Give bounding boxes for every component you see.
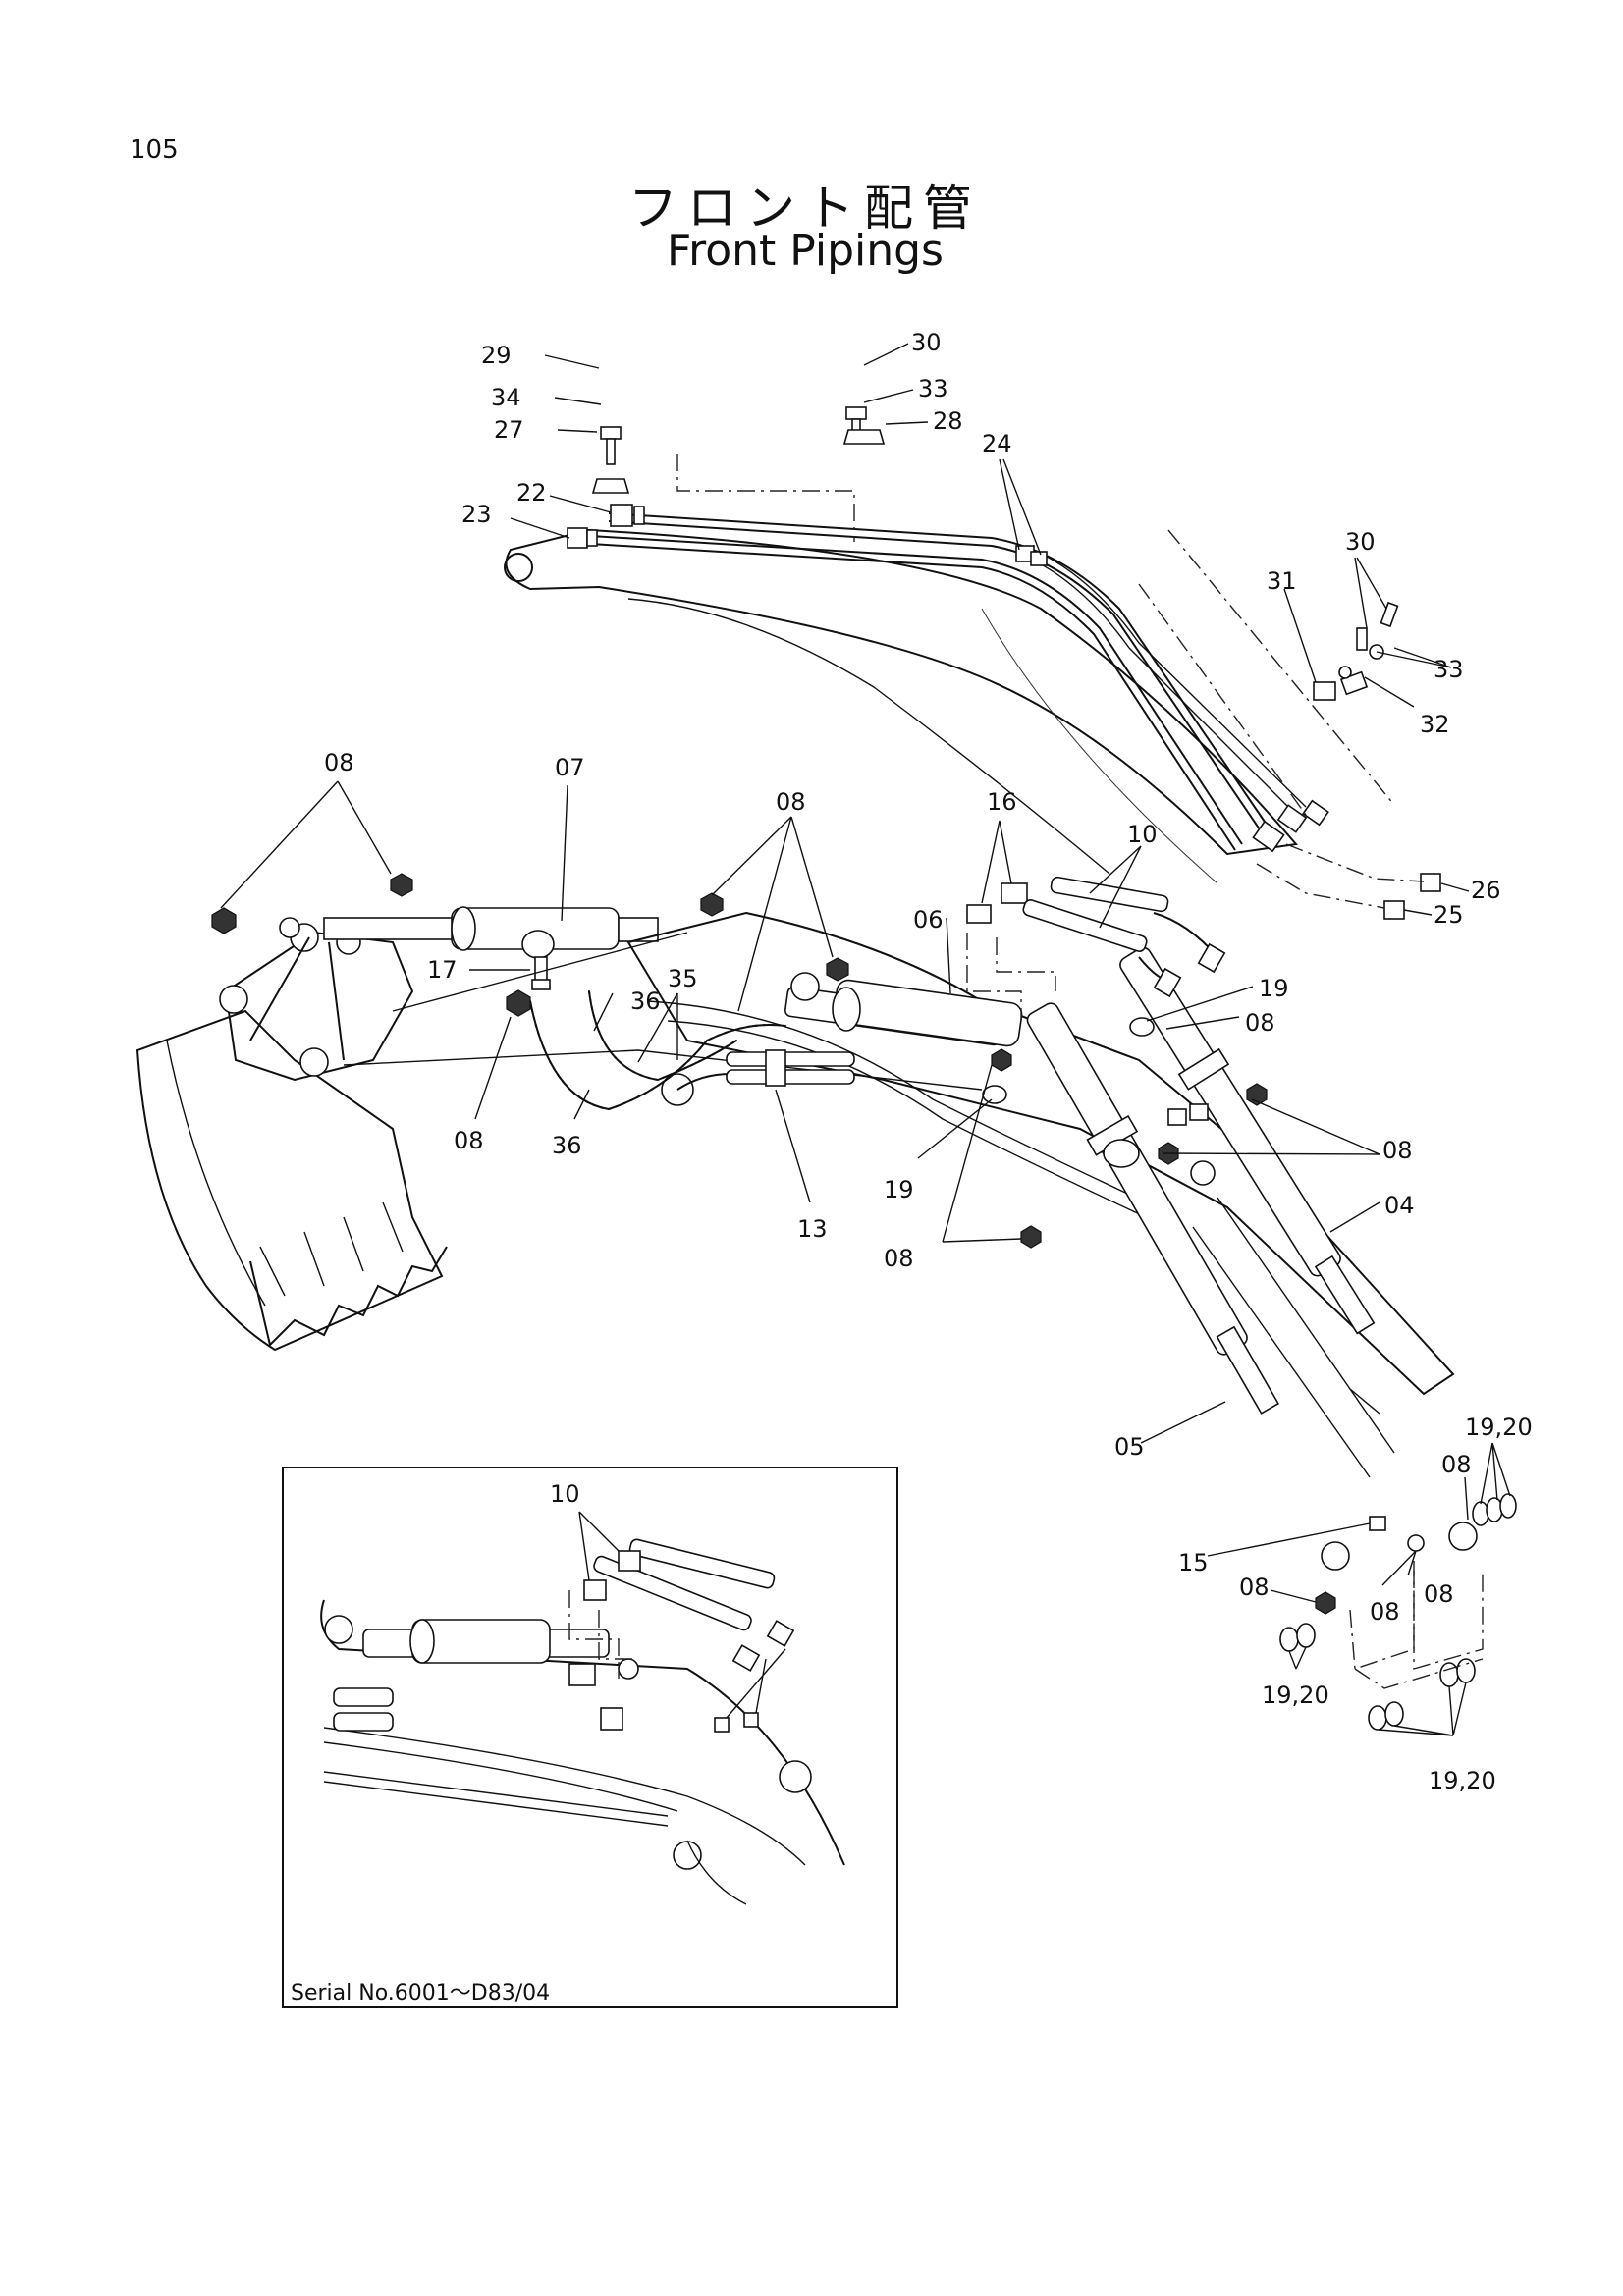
callout-19-20-bottom: 19,20 <box>1429 1767 1496 1794</box>
title-english: Front Pipings <box>667 226 944 276</box>
callout-15: 15 <box>1178 1549 1209 1576</box>
callout-32: 32 <box>1420 711 1450 738</box>
callout-25: 25 <box>1434 901 1464 929</box>
inset-detail <box>282 1467 898 2008</box>
callout-08-far-right: 08 <box>1441 1451 1472 1478</box>
bucket-assembly <box>135 906 983 1352</box>
callout-36-top: 36 <box>630 988 661 1015</box>
callout-28: 28 <box>933 407 963 435</box>
callout-06: 06 <box>913 906 944 934</box>
callout-19-20-right: 19,20 <box>1465 1414 1533 1441</box>
callout-08-bottom: 08 <box>884 1245 914 1272</box>
callout-04: 04 <box>1384 1192 1415 1219</box>
callout-16: 16 <box>987 788 1017 816</box>
callout-13: 13 <box>797 1215 828 1243</box>
callout-31: 31 <box>1267 567 1297 595</box>
callout-34: 34 <box>491 384 521 411</box>
callout-19-mid: 19 <box>884 1176 914 1203</box>
callout-08-right: 08 <box>1245 1009 1275 1037</box>
callout-26: 26 <box>1471 877 1501 904</box>
callout-30-right: 30 <box>1345 528 1376 556</box>
boom-assembly <box>529 911 1478 1571</box>
callout-08-lower-left: 08 <box>1239 1574 1270 1601</box>
callout-08-bucket: 08 <box>324 749 354 776</box>
callout-30: 30 <box>911 329 942 356</box>
callout-08-lower-mid: 08 <box>1370 1598 1400 1626</box>
callout-22: 22 <box>516 479 547 507</box>
page-number: 105 <box>130 135 179 165</box>
callout-29: 29 <box>481 342 512 369</box>
callout-08-top: 08 <box>776 788 806 816</box>
callout-17: 17 <box>427 956 458 984</box>
callout-19-20-lower: 19,20 <box>1262 1682 1329 1709</box>
inset-serial-caption: Serial No.6001～D83/04 <box>291 1981 551 2005</box>
callout-labels: 29 34 27 30 33 28 24 22 23 30 31 33 32 2… <box>324 329 1533 1794</box>
callout-10: 10 <box>1127 821 1158 848</box>
leader-lines <box>220 343 1511 1736</box>
callout-27: 27 <box>494 416 524 444</box>
arm-assembly <box>504 406 1441 920</box>
callout-10-inset: 10 <box>550 1480 580 1508</box>
callout-08-left: 08 <box>454 1127 484 1154</box>
callout-33-right: 33 <box>1434 656 1464 683</box>
callout-07: 07 <box>555 754 585 781</box>
callout-19-right: 19 <box>1259 975 1289 1002</box>
callout-08-cluster: 08 <box>1382 1137 1413 1164</box>
callout-35: 35 <box>668 965 698 992</box>
callout-24: 24 <box>982 430 1012 457</box>
callout-33: 33 <box>918 375 948 402</box>
callout-08-lower-right: 08 <box>1424 1580 1454 1608</box>
callout-05: 05 <box>1114 1433 1145 1461</box>
callout-23: 23 <box>461 501 492 528</box>
hardware-parts <box>211 873 1517 1731</box>
title-japanese: フロント配管 <box>628 180 982 237</box>
callout-36-bottom: 36 <box>552 1132 582 1159</box>
